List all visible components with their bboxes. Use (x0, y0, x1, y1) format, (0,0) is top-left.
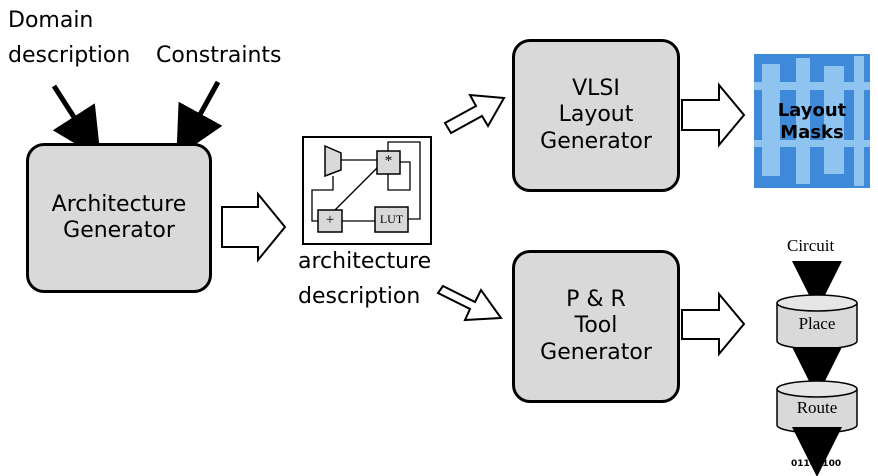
layout-masks-line1: Layout (777, 100, 847, 121)
arch-to-desc-arrow (221, 191, 287, 263)
wire-lut-loop (387, 141, 421, 220)
domain-label-line1: Domain (8, 8, 94, 33)
wire-mult-loop (387, 161, 411, 191)
place-cylinder (776, 294, 858, 350)
pr-to-flow-arrow (681, 291, 746, 357)
route-label: Route (796, 398, 838, 417)
wire-mux-down (320, 176, 334, 191)
place-label: Place (798, 314, 836, 333)
pr-tool-generator-box: P & R Tool Generator (512, 250, 680, 403)
domain-arrow (51, 84, 101, 159)
desc-to-vlsi-arrow (443, 93, 506, 135)
wire-mult-to-add (334, 167, 378, 211)
route-cylinder (776, 380, 858, 434)
vlsi-layout-generator-box: VLSI Layout Generator (512, 39, 680, 192)
layout-masks-label: Layout Masks (754, 100, 870, 143)
circuit-label: Circuit (787, 236, 835, 255)
mux-shape (324, 144, 342, 178)
multiply-node-label: * (384, 153, 393, 169)
wire-add-loop (311, 189, 320, 222)
vlsi-to-masks-arrow (681, 82, 746, 148)
desc-to-pr-arrow (436, 284, 503, 322)
architecture-description-line2: description (298, 284, 421, 309)
layout-masks-line2: Masks (780, 121, 844, 143)
add-node-label: + (325, 212, 335, 228)
lut-node-label: LUT (379, 212, 404, 226)
bitstream-label: 01101100 (791, 459, 842, 469)
layout-masks-image (754, 54, 870, 188)
constraints-arrow (176, 80, 223, 158)
architecture-description-line1: architecture (298, 249, 432, 274)
architecture-generator-box: Architecture Generator (26, 143, 212, 293)
constraints-label: Constraints (156, 43, 282, 68)
domain-label-line2: description (8, 43, 131, 68)
